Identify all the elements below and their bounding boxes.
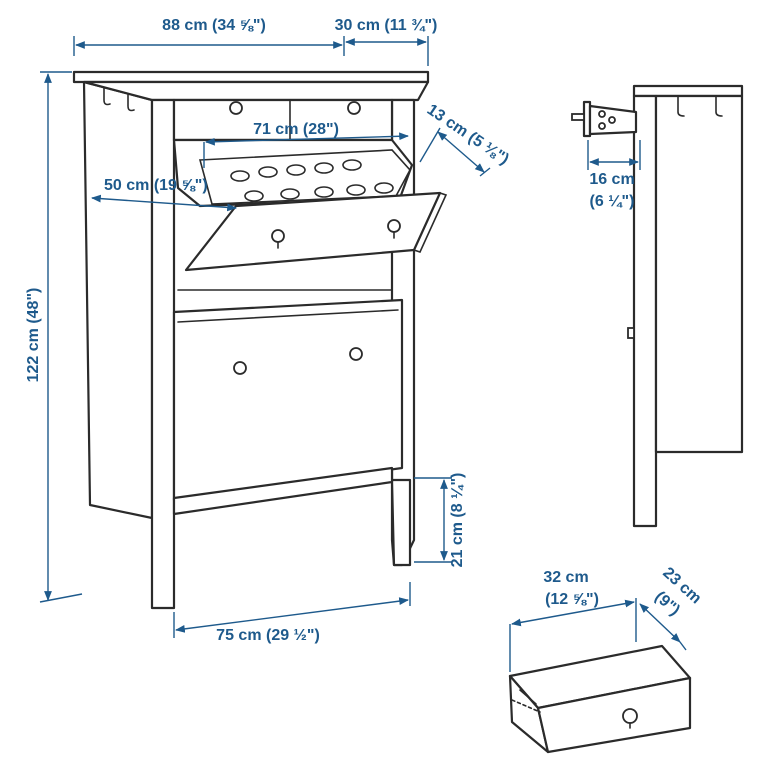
drawer-width-in-label: (12 ⅝") bbox=[545, 591, 599, 608]
side-view-hook-2-icon bbox=[715, 95, 723, 117]
bracket-plate bbox=[582, 100, 592, 138]
lower-door-knob-right-icon bbox=[349, 347, 363, 361]
flap-opening-label: 50 cm (19 ⅝") bbox=[104, 177, 208, 194]
lower-flap-door bbox=[172, 298, 404, 502]
drawer-front-panel bbox=[536, 676, 692, 754]
dimension-compartment-depth: 13 cm (5 ⅛") bbox=[419, 101, 512, 177]
shoe-rack-holes bbox=[230, 159, 394, 202]
inner-width-label: 71 cm (28") bbox=[253, 121, 339, 138]
overall-depth-label: 30 cm (11 ¾") bbox=[335, 17, 438, 34]
lower-door-edge bbox=[177, 309, 399, 323]
cabinet-side-view bbox=[627, 84, 744, 528]
dimension-flap-opening: 50 cm (19 ⅝") bbox=[91, 177, 237, 212]
bottom-rail bbox=[172, 466, 394, 516]
flap-knob-right-icon bbox=[387, 219, 401, 233]
side-view-top bbox=[632, 84, 744, 98]
dimension-leg-height: 21 cm (8 ¼") bbox=[414, 473, 466, 568]
drawer-inner-edge bbox=[519, 689, 537, 705]
rear-right-leg bbox=[390, 478, 412, 567]
dimension-inner-width: 71 cm (28") bbox=[203, 121, 409, 168]
coat-hook-right-icon bbox=[127, 91, 135, 112]
overall-height-label: 122 cm (48") bbox=[25, 288, 42, 383]
front-left-leg bbox=[150, 98, 176, 610]
dimension-leg-span: 75 cm (29 ½") bbox=[173, 582, 411, 644]
overall-width-label: 88 cm (34 ⅝") bbox=[162, 17, 266, 34]
side-view-back-panel bbox=[632, 94, 658, 528]
bracket-screw-icon bbox=[571, 113, 585, 121]
dimension-overall-width: 88 cm (34 ⅝") bbox=[73, 17, 345, 56]
drawer-detail bbox=[508, 644, 692, 754]
drawer-knob-icon bbox=[622, 708, 638, 724]
coat-hook-left-icon bbox=[103, 85, 111, 106]
drawer-width-cm-label: 32 cm bbox=[543, 569, 588, 586]
dimension-drawer-width: 32 cm (12 ⅝") bbox=[509, 569, 637, 672]
dimension-wall-clearance: 16 cm (6 ¼") bbox=[587, 140, 641, 210]
side-view-hook-1-icon bbox=[677, 95, 685, 117]
cabinet-top-board bbox=[72, 70, 430, 84]
dimension-overall-depth: 30 cm (11 ¾") bbox=[335, 17, 438, 66]
leg-height-label: 21 cm (8 ¼") bbox=[449, 473, 466, 568]
shoe-cabinet-front-view bbox=[72, 70, 448, 610]
top-underside bbox=[82, 80, 430, 102]
flap-knob-left-icon bbox=[271, 229, 285, 243]
wall-clearance-in-label: (6 ¼") bbox=[590, 193, 635, 210]
dimension-drawer-depth: 23 cm (9") bbox=[639, 564, 704, 651]
side-view-knob-icon bbox=[627, 327, 635, 339]
cabinet-side-panel bbox=[82, 80, 154, 520]
side-view-front-panel bbox=[654, 94, 744, 454]
lower-door-knob-left-icon bbox=[233, 361, 247, 375]
dimension-overall-height: 122 cm (48") bbox=[25, 71, 83, 603]
wall-fixing-bracket bbox=[571, 100, 638, 138]
flap-edge bbox=[412, 192, 448, 253]
top-drawer-knob-right-icon bbox=[347, 101, 361, 115]
wall-clearance-cm-label: 16 cm bbox=[589, 171, 634, 188]
top-drawer-knob-left-icon bbox=[229, 101, 243, 115]
leg-span-label: 75 cm (29 ½") bbox=[216, 627, 320, 644]
